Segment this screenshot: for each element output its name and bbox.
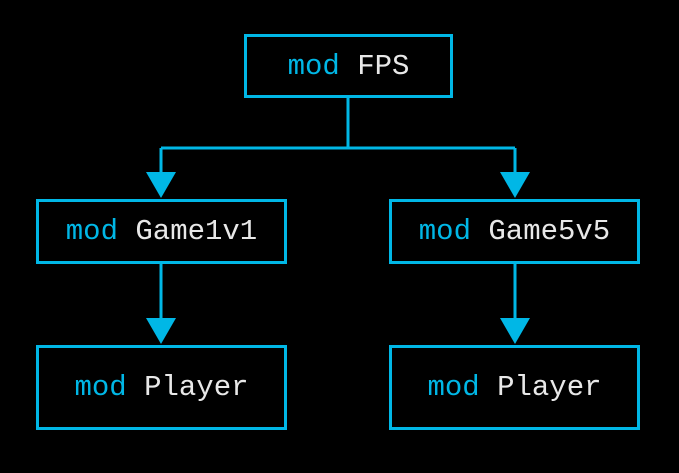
arrowhead-game5v5	[500, 172, 530, 198]
node-name: FPS	[357, 49, 410, 83]
node-name: Player	[497, 371, 602, 404]
arrowhead-game1v1	[146, 172, 176, 198]
node-keyword: mod	[65, 215, 118, 248]
edge-fps-to-children	[159, 97, 517, 176]
arrowhead-player-left	[146, 318, 176, 344]
node-keyword: mod	[287, 49, 340, 83]
node-player-left: mod Player	[36, 345, 287, 430]
node-name: Game5v5	[488, 215, 611, 248]
node-name: Game1v1	[135, 215, 258, 248]
node-keyword: mod	[74, 371, 127, 404]
node-keyword: mod	[418, 215, 471, 248]
node-game1v1: mod Game1v1	[36, 199, 287, 264]
node-name: Player	[144, 371, 249, 404]
arrowhead-player-right	[500, 318, 530, 344]
node-game5v5: mod Game5v5	[389, 199, 640, 264]
node-root-fps: mod FPS	[244, 34, 453, 98]
node-keyword: mod	[427, 371, 480, 404]
node-player-right: mod Player	[389, 345, 640, 430]
